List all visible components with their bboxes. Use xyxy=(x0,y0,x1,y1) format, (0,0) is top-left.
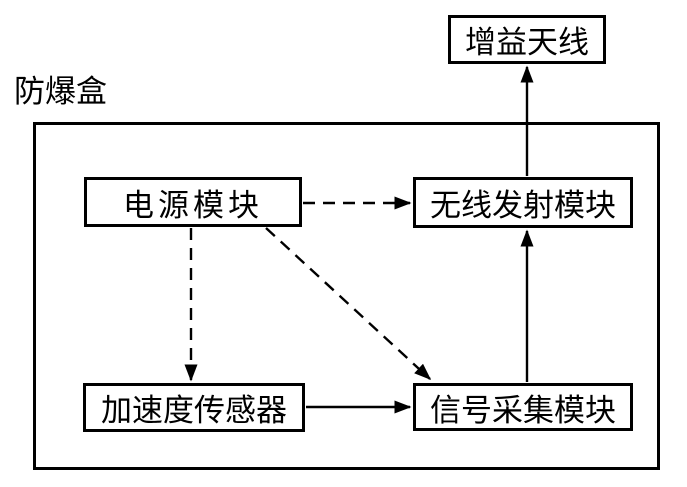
node-signal-acq-module-label: 信号采集模块 xyxy=(430,392,616,429)
node-wireless-tx-module: 无线发射模块 xyxy=(413,177,633,228)
node-wireless-tx-module-label: 无线发射模块 xyxy=(430,188,616,224)
node-gain-antenna: 增益天线 xyxy=(448,15,606,64)
node-power-module-label: 电源模块 xyxy=(123,187,263,224)
node-acceleration-sensor-label: 加速度传感器 xyxy=(101,393,287,429)
node-signal-acq-module: 信号采集模块 xyxy=(413,383,633,431)
enclosure-label: 防爆盒 xyxy=(14,74,107,110)
node-power-module: 电源模块 xyxy=(84,177,302,227)
enclosure-box xyxy=(33,122,660,470)
node-gain-antenna-label: 增益天线 xyxy=(465,25,589,61)
node-acceleration-sensor: 加速度传感器 xyxy=(83,383,305,432)
